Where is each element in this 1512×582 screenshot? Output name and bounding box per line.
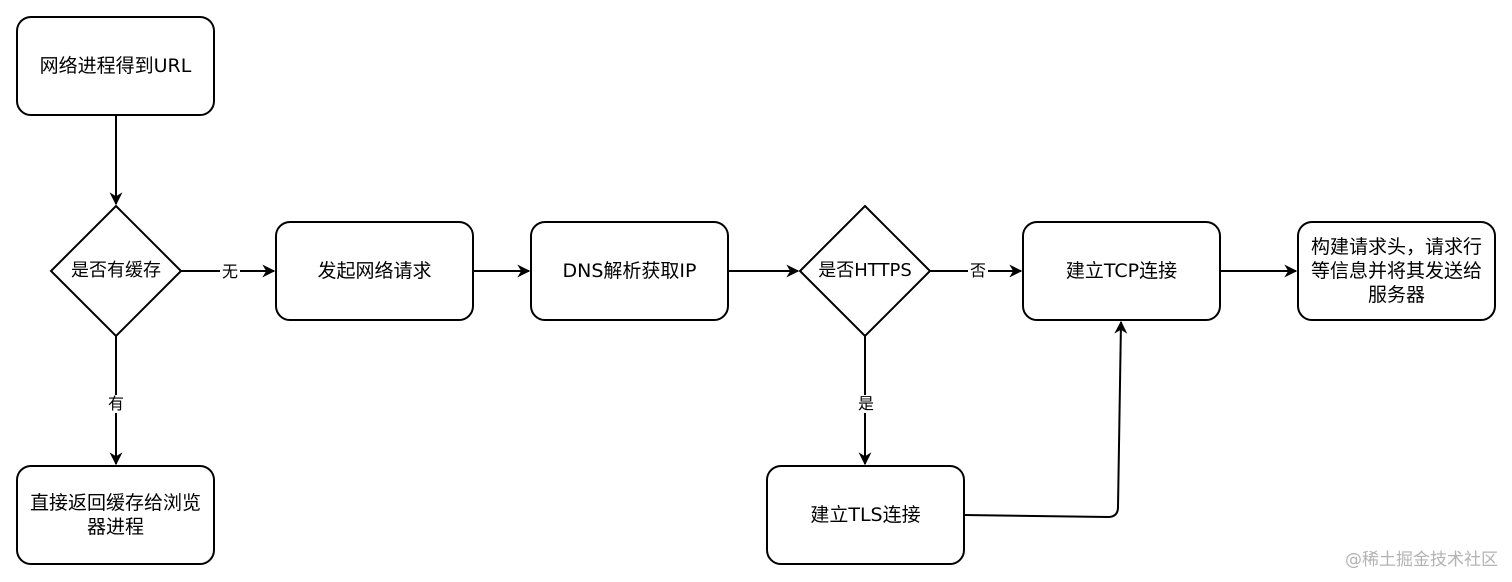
node-is-https-diamond <box>798 204 932 338</box>
edge-label-no-cache: 无 <box>219 262 241 281</box>
node-get-url-box <box>16 16 215 116</box>
node-tls-box <box>766 465 965 565</box>
edge-tls-to-tcp <box>963 320 1128 519</box>
edge-label-not-https: 否 <box>967 261 989 280</box>
node-send-request-box <box>275 221 474 321</box>
edge-label-yes-https: 是 <box>855 394 877 413</box>
node-tcp-box <box>1022 221 1221 321</box>
node-dns-box <box>530 221 729 321</box>
node-build-header-box <box>1297 221 1496 321</box>
watermark-text: @稀土掘金技术社区 <box>1345 550 1498 570</box>
node-has-cache-diamond <box>49 204 183 338</box>
node-return-cache-box <box>16 465 215 565</box>
edge-label-yes-cache: 有 <box>105 394 127 413</box>
